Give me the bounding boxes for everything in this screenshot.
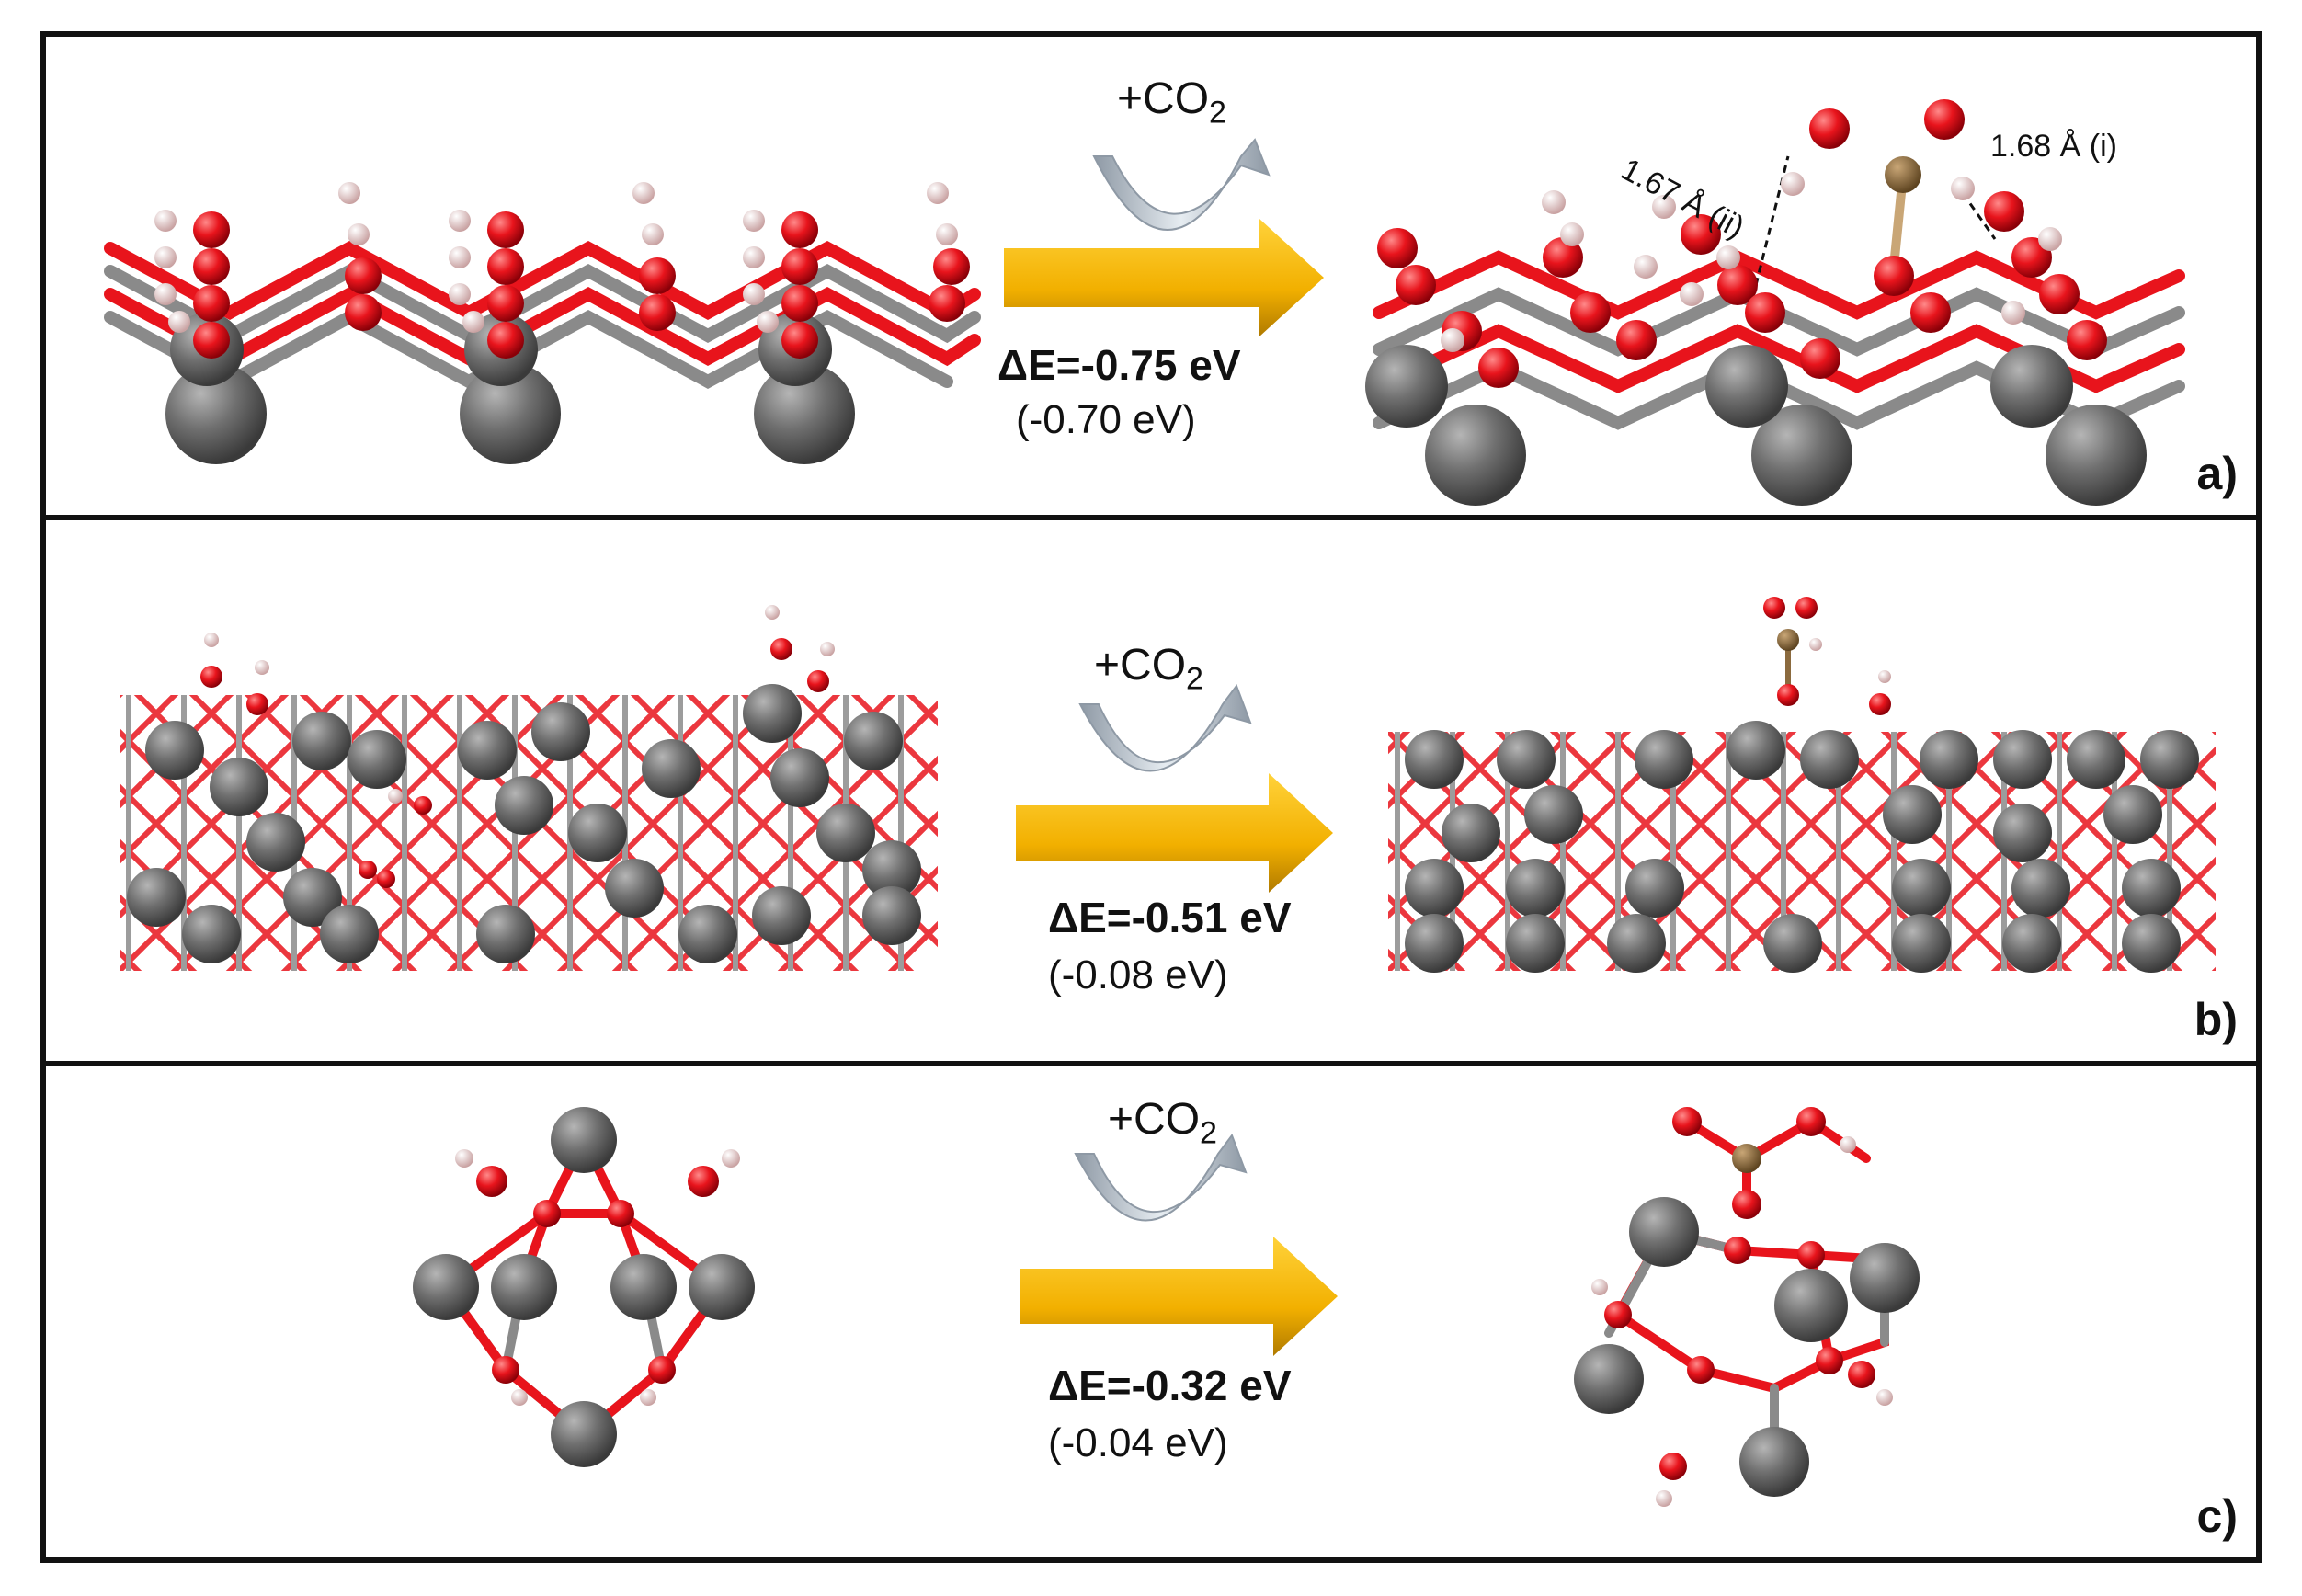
panel-a: +CO2 ΔE=-0.75 eV (-0.70 eV) 1.67 Å (ii) …: [40, 31, 2262, 520]
left-slab-b: [120, 605, 938, 971]
left-cluster: [413, 1107, 755, 1467]
panel-c-graphics: [413, 1107, 1920, 1507]
panel-b: +CO2 ΔE=-0.51 eV (-0.08 eV) b): [40, 515, 2262, 1066]
reaction-arrow: [1004, 138, 1324, 336]
right-slab-atoms: [1365, 99, 2147, 506]
panel-b-reagent: +CO2: [1094, 641, 1203, 697]
panel-a-energy-alt: (-0.70 eV): [1016, 397, 1196, 442]
right-cluster: [1574, 1107, 1920, 1507]
panel-a-reagent: +CO2: [1117, 74, 1226, 131]
right-slab-b: [1388, 597, 2216, 973]
panel-b-energy-alt: (-0.08 eV): [1048, 952, 1228, 998]
bond-label-i: 1.68 Å (i): [1990, 129, 2117, 164]
panel-c-energy: ΔE=-0.32 eV: [1048, 1362, 1292, 1409]
reaction-arrow-c: [1020, 1133, 1338, 1356]
panel-c-label: c): [2196, 1490, 2238, 1542]
panel-b-energy: ΔE=-0.51 eV: [1048, 894, 1292, 941]
panel-b-graphics: [120, 597, 2216, 973]
panel-c-reagent: +CO2: [1108, 1095, 1217, 1151]
panel-a-label: a): [2196, 448, 2238, 499]
reaction-arrow-b: [1016, 683, 1333, 893]
left-slab-atoms: [154, 182, 970, 464]
panel-c: +CO2 ΔE=-0.32 eV (-0.04 eV) c): [40, 1061, 2262, 1563]
panel-a-graphics: [104, 99, 2185, 506]
panel-a-energy: ΔE=-0.75 eV: [997, 341, 1241, 389]
panel-c-energy-alt: (-0.04 eV): [1048, 1420, 1228, 1465]
panel-b-label: b): [2194, 994, 2238, 1045]
